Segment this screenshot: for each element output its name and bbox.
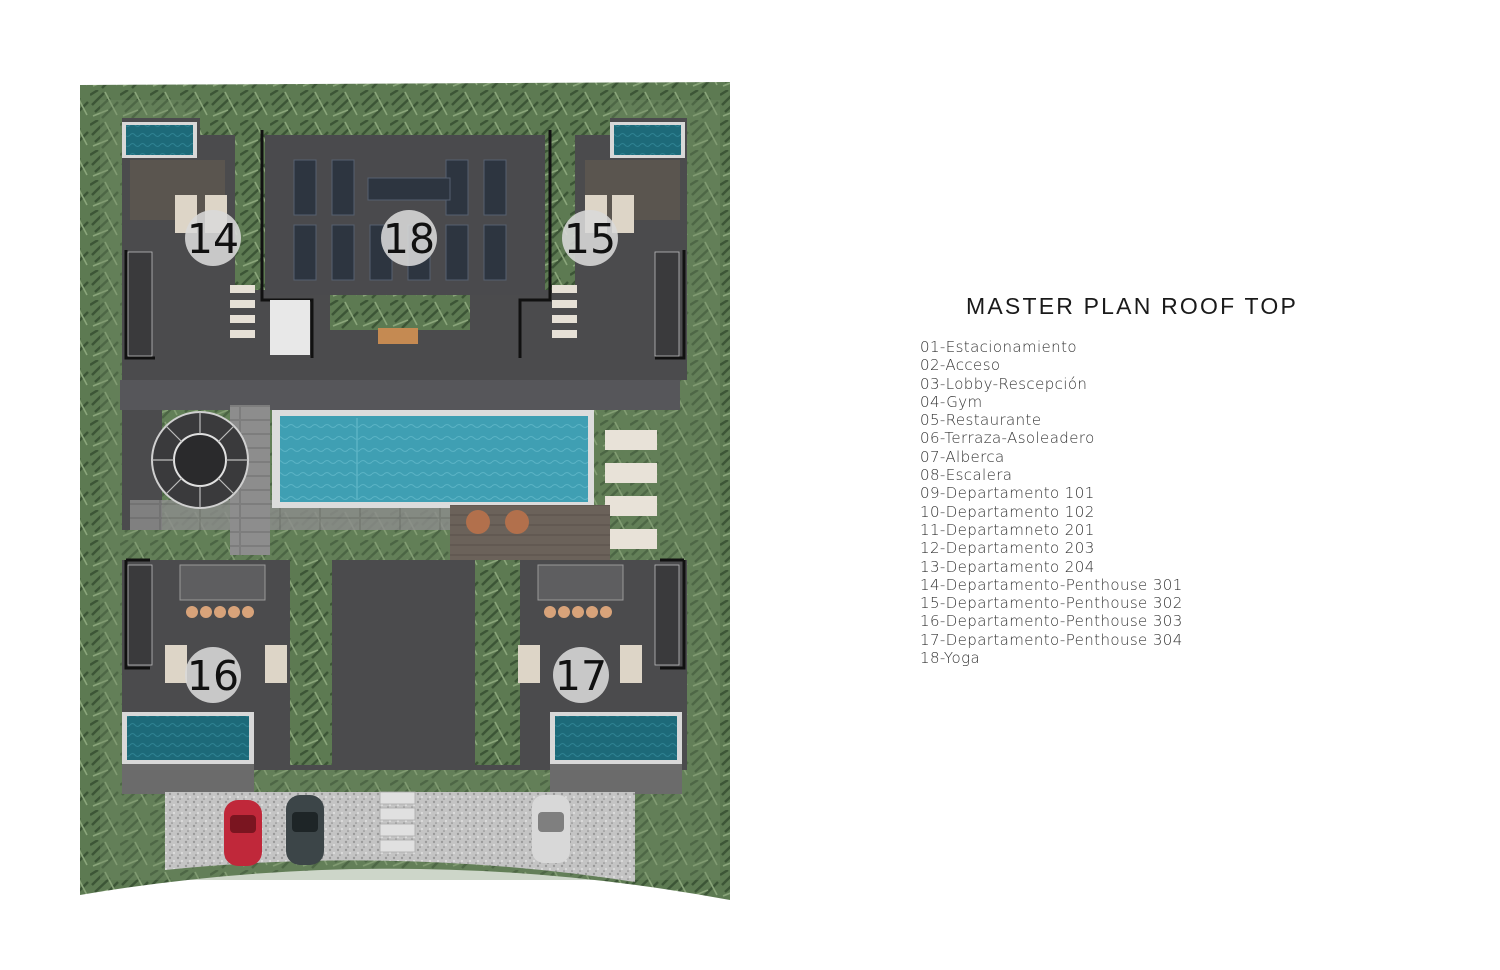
svg-text:14: 14 xyxy=(187,215,239,263)
legend-item: 01-Estacionamiento xyxy=(920,338,1077,356)
svg-text:17: 17 xyxy=(555,652,607,700)
sun-loungers xyxy=(605,430,657,549)
legend-item: 14-Departamento-Penthouse 301 xyxy=(920,575,1183,594)
legend-item: 02-Acceso xyxy=(920,356,1001,375)
unit-badge-16: 16 xyxy=(185,647,241,703)
plunge-pool-16 xyxy=(127,716,249,760)
unit-badge-17: 17 xyxy=(553,647,609,703)
legend-item: 10-Departamento 102 xyxy=(920,502,1095,521)
legend-item: 07-Alberca xyxy=(920,447,1005,466)
svg-text:15: 15 xyxy=(564,215,616,263)
unit-badge-14: 14 xyxy=(185,210,241,266)
legend-item: 06-Terraza-Asoleadero xyxy=(920,429,1095,448)
svg-text:18: 18 xyxy=(383,215,435,263)
legend-item: 04-Gym xyxy=(920,392,983,411)
unit-badge-18: 18 xyxy=(381,210,437,266)
svg-text:16: 16 xyxy=(187,652,239,700)
parking-area xyxy=(165,792,635,882)
plunge-pool-14 xyxy=(126,125,193,155)
plunge-pool-17 xyxy=(555,716,677,760)
legend-list: 01-Estacionamiento 02-Acceso 03-Lobby-Re… xyxy=(920,338,1183,667)
master-plan-drawing: 14 18 15 16 17 xyxy=(80,82,730,900)
legend-item: 09-Departamento 101 xyxy=(920,484,1095,503)
legend-item: 08-Escalera xyxy=(920,466,1013,485)
legend-item: 05-Restaurante xyxy=(920,411,1042,430)
legend-item: 03-Lobby-Rescepción xyxy=(920,374,1088,393)
loungers-row xyxy=(230,285,577,338)
legend-item: 13-Departamento 204 xyxy=(920,557,1095,576)
spiral-staircase xyxy=(151,411,249,509)
parked-cars xyxy=(224,795,570,866)
unit-badge-15: 15 xyxy=(562,210,618,266)
legend-item: 15-Departamento-Penthouse 302 xyxy=(920,594,1183,613)
stairs xyxy=(127,251,680,666)
legend-item: 11-Departamneto 201 xyxy=(920,520,1095,539)
plunge-pool-15 xyxy=(614,125,681,155)
legend-title: MASTER PLAN ROOF TOP xyxy=(966,293,1298,319)
legend-item: 17-Departamento-Penthouse 304 xyxy=(920,630,1183,649)
building-walls xyxy=(124,130,686,670)
legend-item: 18-Yoga xyxy=(920,649,981,668)
legend-item: 16-Departamento-Penthouse 303 xyxy=(920,612,1183,631)
main-pool xyxy=(280,416,588,502)
legend-item: 12-Departamento 203 xyxy=(920,539,1095,558)
